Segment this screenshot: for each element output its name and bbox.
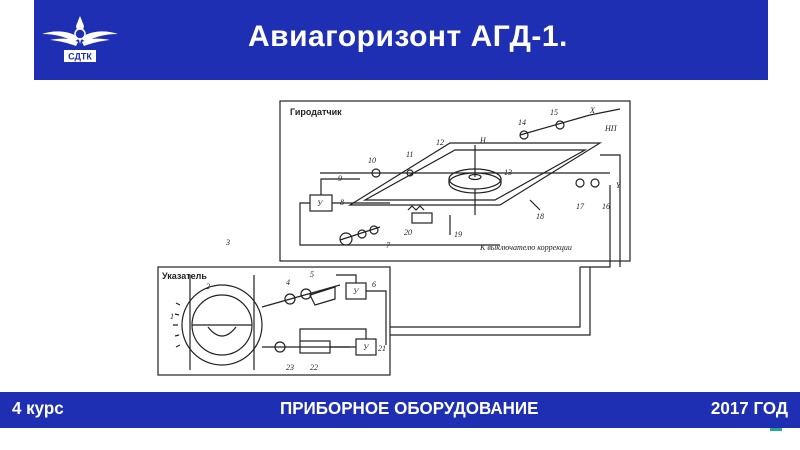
- part-number: 10: [368, 156, 376, 165]
- footer-bar: 4 курс ПРИБОРНОЕ ОБОРУДОВАНИЕ 2017 ГОД: [0, 392, 800, 428]
- schematic-diagram: Гиродатчик Указатель К выключателю корре…: [157, 100, 631, 376]
- indicator-dial: [181, 284, 263, 366]
- axis-y-label: Y: [616, 181, 622, 190]
- amp-21-label: У: [363, 343, 370, 352]
- part-number: 2: [206, 282, 210, 291]
- logo: СДТК: [42, 16, 118, 62]
- part-number: 22: [310, 363, 318, 372]
- part-number: 8: [340, 198, 344, 207]
- part-number: 15: [550, 108, 558, 117]
- slide-corner-mark: [770, 428, 782, 431]
- gimbal-outer: [347, 142, 603, 206]
- part-number: 14: [518, 118, 526, 127]
- part-number: 9: [338, 174, 342, 183]
- axis-x-label: X: [589, 106, 596, 115]
- indicator-frame: [157, 266, 391, 376]
- amp-6-label: У: [353, 287, 360, 296]
- correction-label: К выключателю коррекции: [479, 243, 572, 252]
- header-bar: СДТК Авиагоризонт АГД-1.: [34, 0, 768, 80]
- part-number: 12: [436, 138, 444, 147]
- gyro-sensor-frame: [279, 100, 631, 262]
- indicator-label: Указатель: [162, 271, 207, 281]
- part-number: 23: [286, 363, 294, 372]
- part-number: 1: [170, 312, 174, 321]
- part-number: 13: [504, 168, 512, 177]
- axis-h-label: Н: [479, 136, 487, 145]
- page-title: Авиагоризонт АГД-1.: [248, 20, 568, 53]
- np-label: НП: [604, 124, 618, 133]
- logo-text: СДТК: [68, 52, 92, 62]
- part-number: 4: [286, 278, 290, 287]
- part-number: 21: [378, 344, 386, 353]
- part-number: 20: [404, 228, 412, 237]
- part-number: 18: [536, 212, 544, 221]
- gimbal-inner: [362, 149, 588, 201]
- amp-8-label: У: [317, 199, 324, 208]
- year-label: 2017 ГОД: [710, 398, 788, 419]
- subject-label: ПРИБОРНОЕ ОБОРУДОВАНИЕ: [280, 398, 539, 419]
- part-number: 16: [602, 202, 610, 211]
- gyro-sensor-label: Гиродатчик: [290, 107, 342, 117]
- part-number: 3: [225, 238, 230, 247]
- part-number: 11: [406, 150, 413, 159]
- part-number: 6: [372, 280, 376, 289]
- part-number: 19: [454, 230, 462, 239]
- course-label: 4 курс: [12, 398, 64, 419]
- part-number: 7: [386, 241, 391, 250]
- part-number: 17: [576, 202, 585, 211]
- part-number: 5: [310, 270, 314, 279]
